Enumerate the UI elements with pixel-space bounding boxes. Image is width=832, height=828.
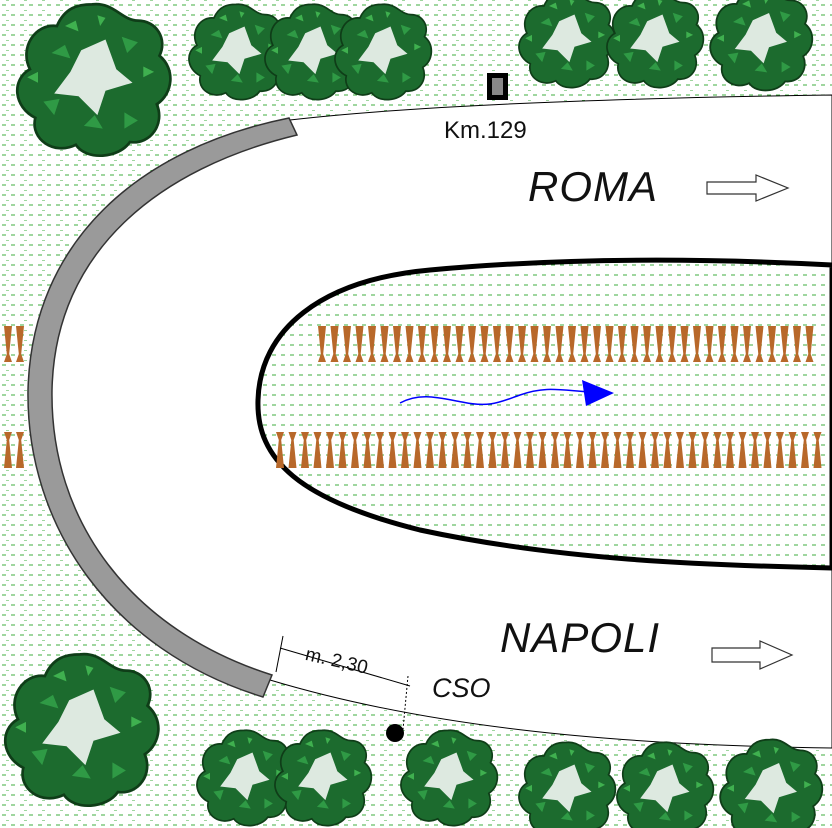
median-island: [255, 257, 832, 571]
wavy-arrow-icon: [399, 380, 614, 406]
hollow-right-arrow-icon: [706, 174, 790, 202]
tree-canopy-icon: [518, 0, 617, 89]
direction-label-napoli: NAPOLI: [500, 614, 661, 661]
tree-canopy-icon: [709, 0, 814, 92]
station-code-label: CSO: [432, 673, 491, 703]
milestone-icon: [487, 73, 508, 100]
hollow-right-arrow-icon: [711, 640, 794, 670]
survey-point-icon: [386, 724, 404, 742]
guardrail: [27, 117, 299, 698]
km-marker-label: Km.129: [444, 117, 527, 144]
direction-label-roma: ROMA: [528, 163, 658, 210]
tree-canopy-icon: [606, 0, 705, 89]
